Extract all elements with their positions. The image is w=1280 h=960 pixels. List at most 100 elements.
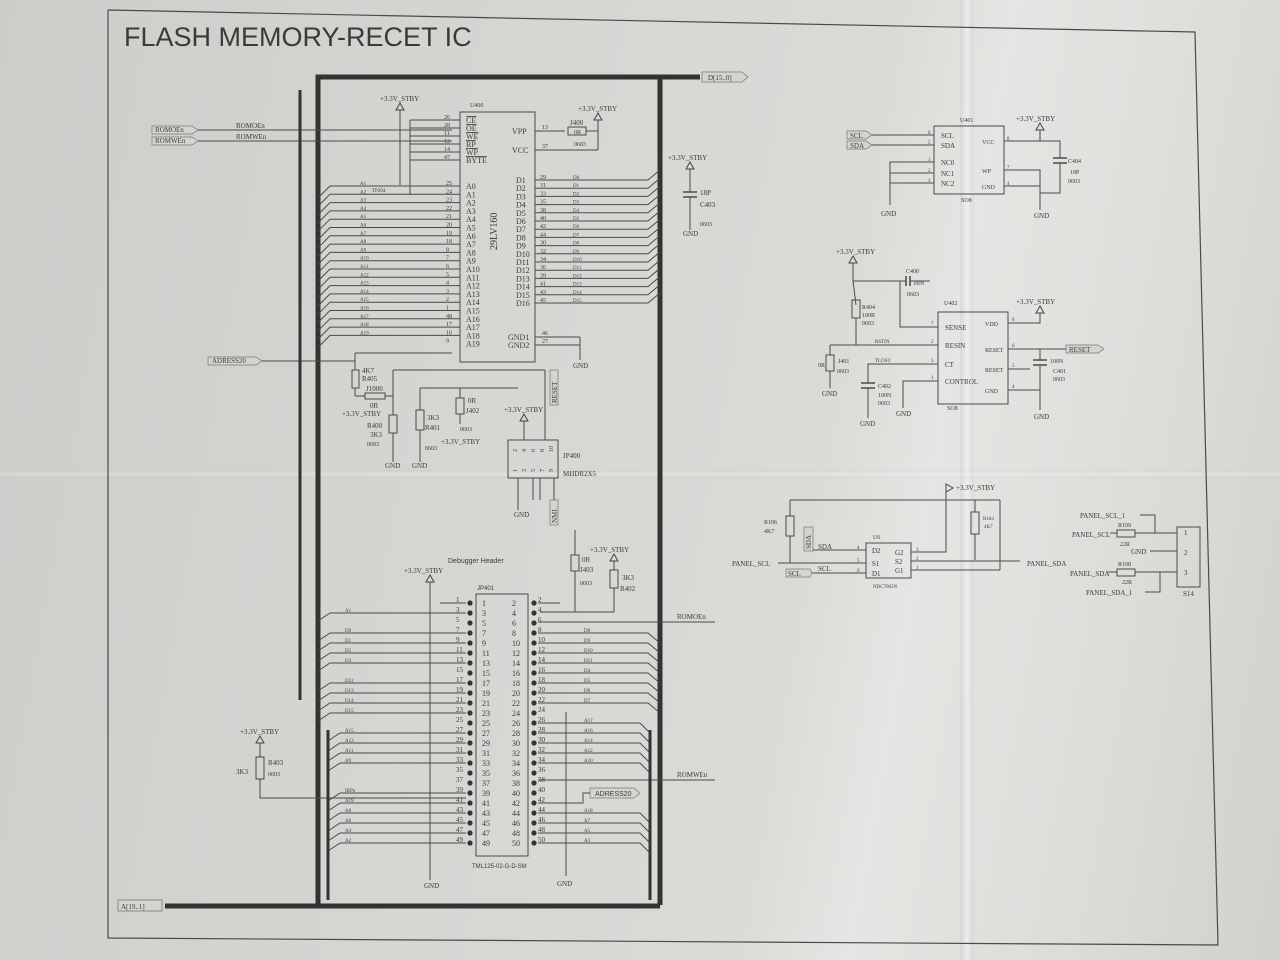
svg-text:7: 7 (931, 322, 934, 327)
svg-text:PANEL_SDA_1: PANEL_SDA_1 (1086, 589, 1133, 597)
svg-text:2: 2 (916, 557, 919, 562)
resistor-j1000: J1000 0R +3.3V_STBY (342, 385, 393, 418)
svg-text:0603: 0603 (837, 369, 849, 375)
svg-text:4: 4 (446, 281, 449, 287)
svg-text:5: 5 (928, 141, 931, 146)
port-scl: SCL (846, 130, 934, 140)
svg-text:D15: D15 (573, 299, 582, 304)
svg-text:22: 22 (538, 696, 546, 704)
svg-text:3K3: 3K3 (370, 431, 383, 439)
jp400-pin: 7 (540, 469, 546, 472)
svg-text:D10: D10 (584, 649, 593, 654)
svg-text:45: 45 (482, 819, 490, 828)
svg-text:16: 16 (538, 666, 546, 674)
svg-text:GND: GND (514, 511, 529, 519)
svg-text:D16: D16 (516, 299, 530, 308)
port-romwe-right: ROMWEn (538, 771, 715, 781)
svg-text:A2: A2 (345, 839, 352, 844)
svg-text:J1000: J1000 (366, 385, 383, 393)
svg-text:TML125-02-G-D-SM: TML125-02-G-D-SM (472, 864, 527, 870)
svg-text:8: 8 (1007, 137, 1010, 142)
svg-text:44: 44 (538, 806, 546, 814)
svg-text:0R: 0R (370, 402, 379, 410)
paper-fold-vertical (960, 0, 974, 960)
svg-text:R404: R404 (862, 305, 875, 311)
svg-text:31: 31 (482, 749, 490, 758)
svg-text:OE: OE (466, 124, 477, 133)
svg-text:35: 35 (456, 766, 464, 774)
svg-text:MHDR2X5: MHDR2X5 (563, 470, 597, 478)
svg-text:39: 39 (482, 789, 490, 798)
svg-text:0R: 0R (818, 363, 825, 369)
svg-text:R402: R402 (620, 585, 636, 593)
resistor-r403: +3.3V_STBY R403 0603 3K3 (236, 728, 466, 799)
svg-text:A19: A19 (345, 799, 354, 804)
svg-text:100N: 100N (913, 282, 925, 287)
svg-text:A14: A14 (466, 298, 480, 307)
svg-text:6: 6 (928, 131, 931, 136)
svg-text:A1: A1 (345, 609, 352, 614)
svg-text:GND: GND (982, 185, 996, 191)
svg-text:37: 37 (482, 779, 490, 788)
svg-text:+3.3V_STBY: +3.3V_STBY (1016, 115, 1055, 123)
svg-text:A7: A7 (584, 819, 591, 824)
svg-text:19: 19 (446, 231, 452, 237)
svg-text:A3: A3 (360, 199, 367, 204)
svg-text:A16: A16 (584, 729, 593, 734)
svg-text:43: 43 (540, 290, 546, 296)
svg-text:18: 18 (512, 679, 520, 688)
svg-text:RESET: RESET (985, 348, 1004, 354)
svg-text:4K7: 4K7 (984, 525, 993, 530)
svg-text:R106: R106 (764, 520, 777, 526)
svg-text:0603: 0603 (862, 321, 874, 327)
svg-text:U400: U400 (470, 103, 483, 109)
svg-text:RESIN: RESIN (945, 342, 965, 350)
debugger-header-label: Debugger Header (448, 558, 504, 565)
svg-text:D13: D13 (516, 274, 530, 283)
svg-text:D8: D8 (584, 629, 591, 634)
svg-text:+3.3V_STBY: +3.3V_STBY (380, 95, 419, 103)
svg-text:42: 42 (512, 799, 520, 808)
svg-text:45: 45 (456, 816, 464, 824)
svg-text:GND: GND (1034, 413, 1049, 421)
svg-text:A5: A5 (584, 829, 591, 834)
svg-text:27: 27 (482, 729, 490, 738)
svg-text:A16: A16 (360, 307, 369, 312)
q6-pin-g1: 1G1 (895, 566, 919, 575)
svg-text:D4: D4 (573, 209, 580, 214)
svg-text:0603: 0603 (425, 446, 437, 452)
svg-text:10: 10 (512, 639, 520, 648)
svg-text:GND: GND (385, 462, 400, 470)
svg-text:A12: A12 (584, 749, 593, 754)
svg-text:8: 8 (512, 629, 516, 638)
svg-text:16: 16 (512, 669, 520, 678)
svg-text:S1: S1 (872, 560, 880, 568)
svg-text:A11: A11 (345, 749, 354, 754)
svg-text:23: 23 (456, 706, 464, 714)
